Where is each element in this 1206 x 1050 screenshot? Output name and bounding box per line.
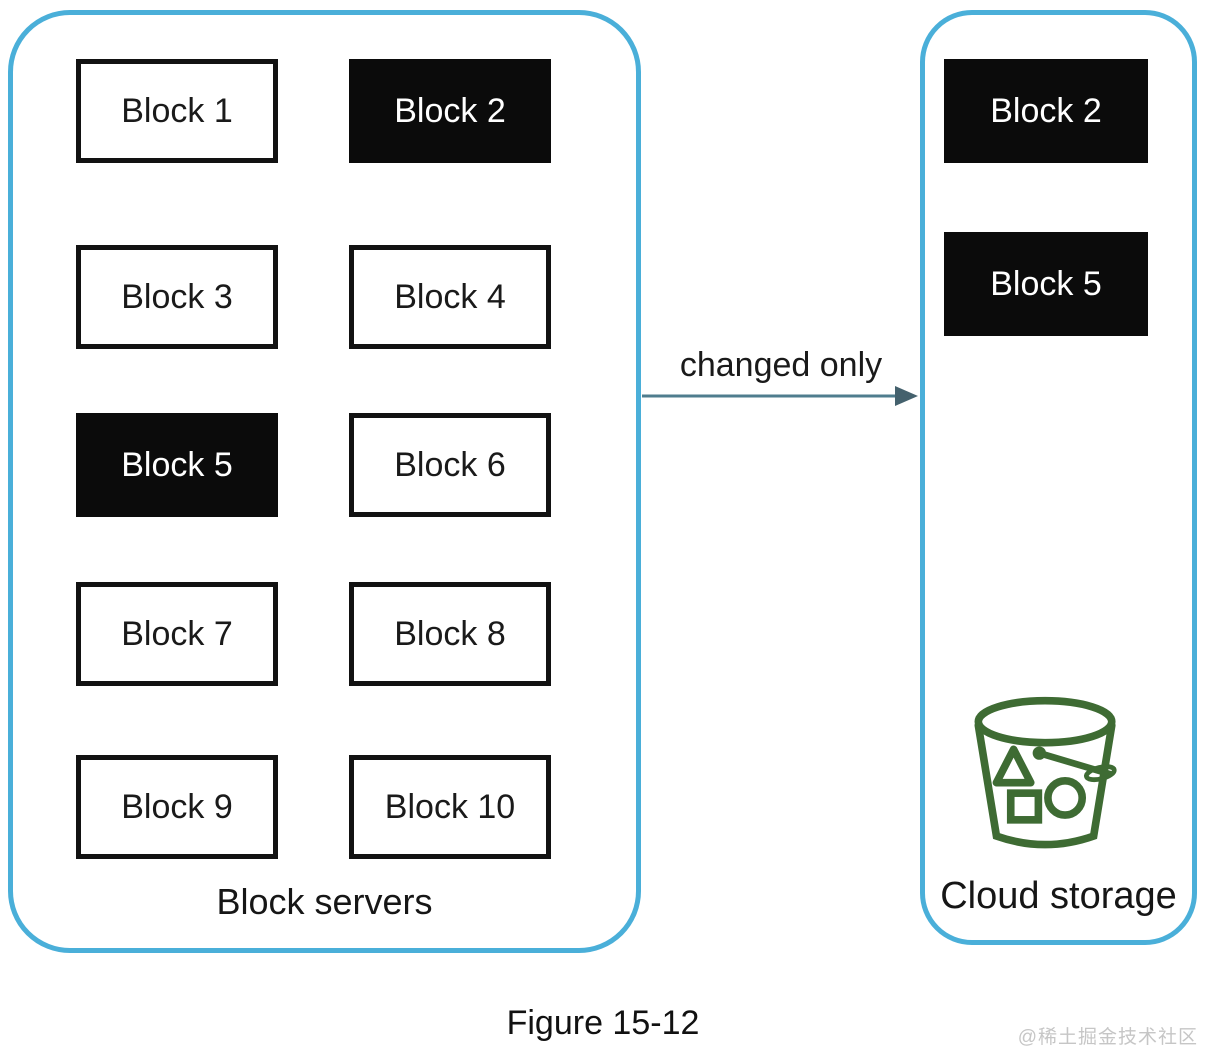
block-3: Block 3 bbox=[76, 245, 278, 349]
changed-only-label: changed only bbox=[679, 346, 883, 384]
cloud-block-2: Block 2 bbox=[944, 59, 1148, 163]
cloud-storage-panel: Block 2 Block 5 Cloud storage bbox=[920, 10, 1197, 945]
cloud-storage-label: Cloud storage bbox=[940, 875, 1177, 917]
storage-bucket-icon bbox=[965, 695, 1127, 857]
block-servers-label: Block servers bbox=[216, 881, 433, 922]
block-9: Block 9 bbox=[76, 755, 278, 859]
block-2: Block 2 bbox=[349, 59, 551, 163]
block-servers-panel: Block 1 Block 2 Block 3 Block 4 Block 5 … bbox=[8, 10, 641, 953]
watermark: @稀土掘金技术社区 bbox=[1017, 1027, 1198, 1048]
cloud-block-5: Block 5 bbox=[944, 232, 1148, 336]
block-1: Block 1 bbox=[76, 59, 278, 163]
figure-caption: Figure 15-12 bbox=[506, 1004, 700, 1042]
block-5: Block 5 bbox=[76, 413, 278, 517]
block-4: Block 4 bbox=[349, 245, 551, 349]
arrow-right-icon bbox=[642, 386, 918, 406]
block-10: Block 10 bbox=[349, 755, 551, 859]
changed-only-arrow: changed only bbox=[641, 346, 921, 426]
block-7: Block 7 bbox=[76, 582, 278, 686]
block-6: Block 6 bbox=[349, 413, 551, 517]
block-8: Block 8 bbox=[349, 582, 551, 686]
